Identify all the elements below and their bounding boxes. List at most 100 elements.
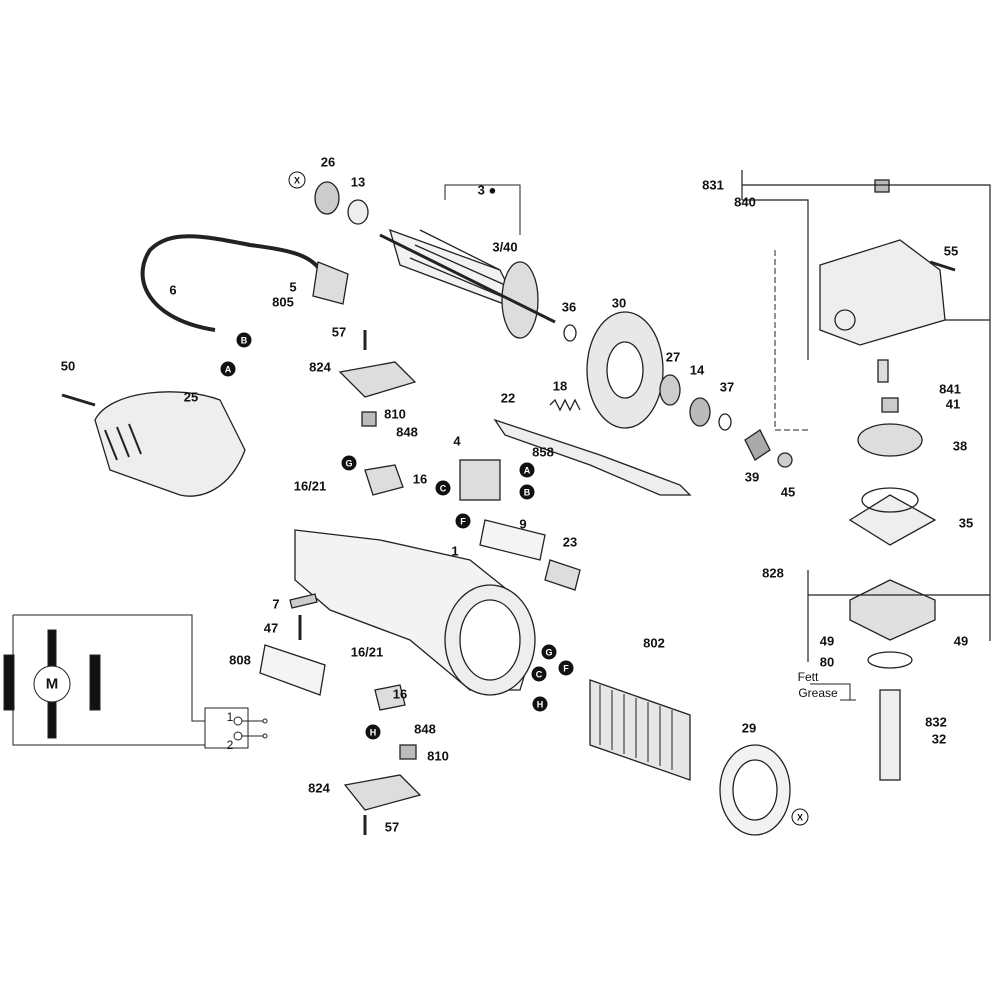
brush-cover-824 — [338, 361, 417, 398]
connection-marker: C — [435, 480, 451, 496]
ring-27 — [659, 374, 681, 406]
part-label: 30 — [611, 295, 627, 311]
carbon-brush-810-lower — [399, 744, 417, 760]
part-label: 802 — [643, 635, 665, 651]
part-label: 824 — [308, 780, 330, 796]
brush-cover-824-lower — [343, 774, 422, 811]
part-label: 831 — [702, 177, 724, 193]
part-label: 16 — [412, 471, 428, 487]
bearing-26 — [314, 181, 340, 215]
part-label: 5 — [289, 279, 297, 295]
plate-7 — [289, 593, 318, 609]
spindle-32 — [879, 689, 901, 781]
part-label: 848 — [414, 721, 436, 737]
connection-marker: G — [541, 644, 557, 660]
switch-rod-22 — [493, 418, 692, 496]
part-label: 26 — [320, 154, 336, 170]
part-label: 27 — [665, 349, 681, 365]
bearing-41 — [881, 397, 899, 413]
connection-marker: H — [532, 696, 548, 712]
gear-head-housing — [819, 239, 946, 346]
pinion-39 — [744, 429, 771, 461]
gasket-35 — [848, 494, 937, 546]
carbon-brush-810 — [361, 411, 377, 427]
brush-holder-16 — [364, 464, 404, 496]
brush-holder-16-lower — [374, 684, 406, 711]
part-label: 9 — [519, 516, 527, 532]
part-label: 16 — [392, 686, 408, 702]
part-label: 858 — [532, 444, 554, 460]
washer-37 — [718, 413, 732, 431]
part-label: 18 — [552, 378, 568, 394]
connection-marker: X — [288, 171, 306, 189]
part-label: 55 — [943, 243, 959, 259]
part-label: 49 — [819, 633, 835, 649]
motor-housing-25 — [94, 391, 246, 497]
connection-marker: G — [341, 455, 357, 471]
connection-marker: X — [791, 808, 809, 826]
part-label: 3/40 — [492, 239, 518, 255]
part-label: 36 — [561, 299, 577, 315]
part-label: 32 — [931, 731, 947, 747]
part-label: 16/21 — [350, 644, 384, 660]
switch-4 — [459, 459, 501, 501]
wiring-diagram — [3, 614, 268, 749]
cap-840 — [874, 179, 890, 193]
part-label: 49 — [953, 633, 969, 649]
motor-symbol: M — [45, 675, 59, 693]
part-label: 37 — [719, 379, 735, 395]
connection-marker: H — [365, 724, 381, 740]
part-label: 828 — [762, 565, 784, 581]
bearing-flange-828 — [849, 579, 936, 641]
part-label: 35 — [958, 515, 974, 531]
bevel-gear-38 — [857, 423, 923, 457]
part-label: 840 — [734, 194, 756, 210]
part-label: 810 — [384, 406, 406, 422]
connection-marker: A — [519, 462, 535, 478]
part-label: 7 — [272, 596, 280, 612]
part-label: 23 — [562, 534, 578, 550]
connection-marker: A — [220, 361, 236, 377]
part-label: 39 — [744, 469, 760, 485]
part-label: 16/21 — [293, 478, 327, 494]
part-label: 38 — [952, 438, 968, 454]
armature — [379, 228, 556, 339]
part-label: 810 — [427, 748, 449, 764]
part-label: 22 — [500, 390, 516, 406]
part-label: 29 — [741, 720, 757, 736]
plug — [312, 261, 349, 305]
grease-note-de: Fett — [797, 670, 819, 684]
connection-marker: B — [236, 332, 252, 348]
terminal-label: 2 — [226, 738, 234, 752]
label-808 — [259, 644, 326, 696]
part-label: 41 — [945, 396, 961, 412]
part-label: 6 — [169, 282, 177, 298]
part-label: 57 — [331, 324, 347, 340]
part-label: 808 — [229, 652, 251, 668]
field-winding-802 — [589, 679, 691, 781]
connection-marker: F — [558, 660, 574, 676]
part-label: 1 — [451, 543, 459, 559]
power-cord — [140, 234, 322, 332]
connection-marker: F — [455, 513, 471, 529]
part-label: 3 ● — [477, 182, 497, 198]
part-label: 4 — [453, 433, 461, 449]
label-9 — [479, 519, 546, 561]
bearing-14 — [689, 397, 711, 427]
part-label: 13 — [350, 174, 366, 190]
screw-55 — [929, 260, 956, 272]
part-label: 80 — [819, 654, 835, 670]
part-label: 832 — [925, 714, 947, 730]
bearing-13 — [347, 199, 369, 225]
nut-45 — [777, 452, 793, 468]
grease-note-en: Grease — [798, 686, 838, 700]
connection-marker: C — [531, 666, 547, 682]
slide-23 — [544, 559, 581, 591]
part-label: 824 — [309, 359, 331, 375]
part-label: 25 — [183, 389, 199, 405]
connection-marker: B — [519, 484, 535, 500]
part-label: 14 — [689, 362, 705, 378]
part-label: 50 — [60, 358, 76, 374]
part-label: 57 — [384, 819, 400, 835]
